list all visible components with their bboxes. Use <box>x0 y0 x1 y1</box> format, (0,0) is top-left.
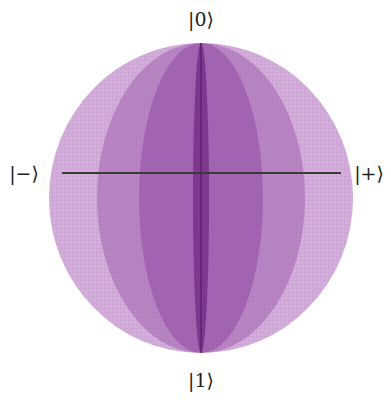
x-axis-line <box>62 172 341 174</box>
sphere-texture <box>49 43 353 353</box>
state-label: |1⟩ <box>188 371 214 390</box>
state-label: |0⟩ <box>188 10 214 29</box>
state-label: |−⟩ <box>9 164 39 183</box>
state-label: |+⟩ <box>354 164 384 183</box>
meridian-ellipse <box>139 43 263 353</box>
meridian-ellipse <box>193 43 209 353</box>
sphere-layers <box>49 43 353 353</box>
meridian-ellipse <box>97 43 305 353</box>
z-axis-line <box>200 43 201 353</box>
sphere-outline <box>49 43 353 353</box>
